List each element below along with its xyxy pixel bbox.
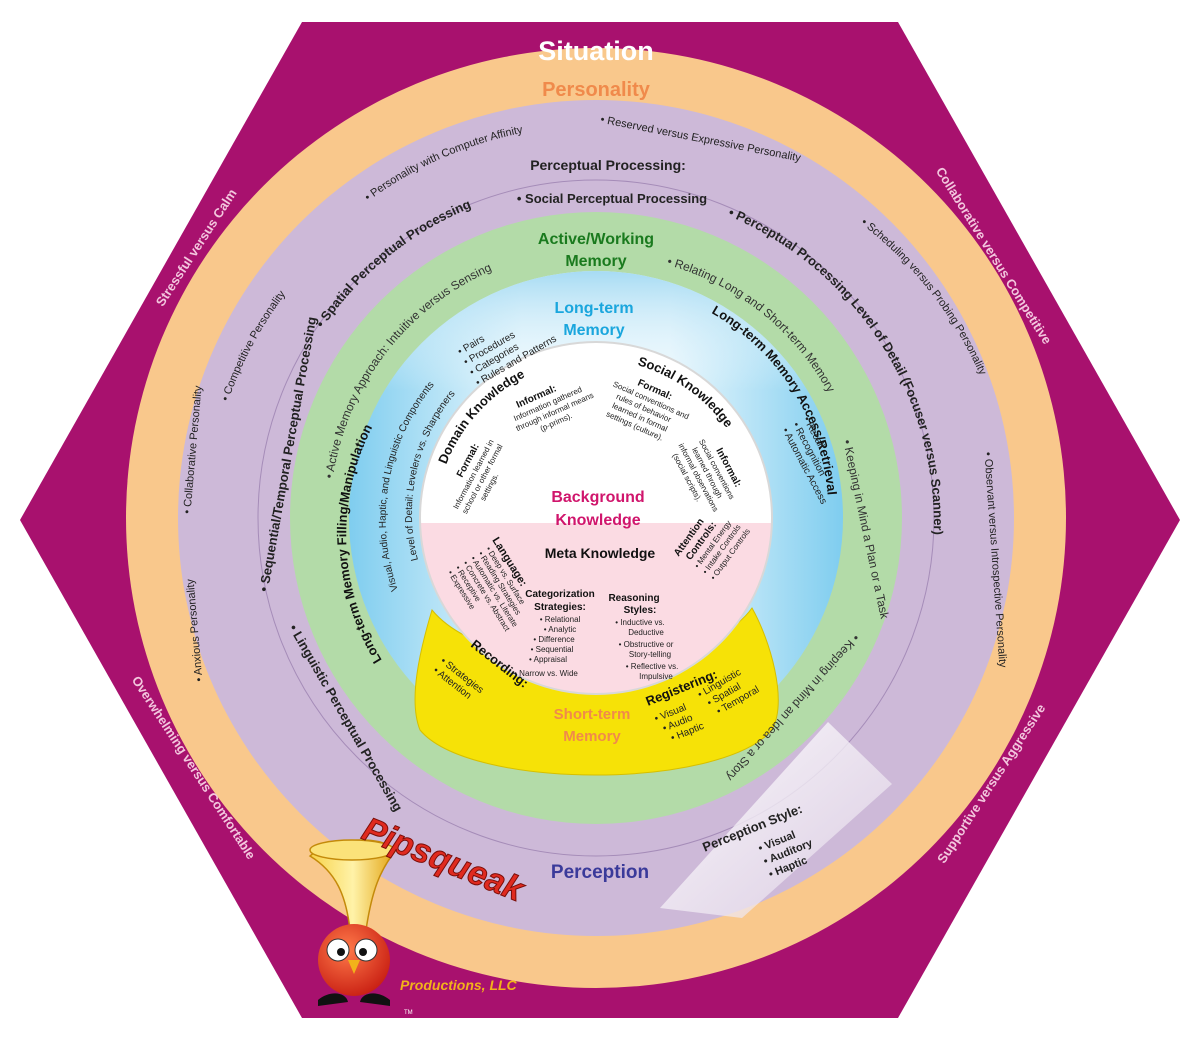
perception-title: Perception (551, 862, 649, 883)
categorization-narrow-wide: • Narrow vs. Wide (514, 669, 578, 678)
personality-title: Personality (542, 79, 651, 101)
categorization-appraisal: • Appraisal (529, 655, 567, 664)
reasoning-item-3: • Obstructive or (619, 640, 674, 649)
categorization-block: Categorization Strategies: • Relational … (514, 589, 595, 678)
categorization-title-2: Strategies: (534, 602, 586, 613)
reasoning-item-5: • Reflective vs. (626, 662, 679, 671)
working-memory-title-1: Active/Working (538, 231, 654, 248)
situation-title: Situation (538, 36, 654, 66)
reasoning-block: Reasoning Styles: • Inductive vs. Deduct… (608, 593, 678, 681)
reasoning-title-1: Reasoning (608, 593, 659, 604)
short-term-title-1: Short-term (554, 706, 631, 723)
logo-pupil-left-icon (337, 948, 345, 956)
reasoning-item-6: Impulsive (639, 672, 673, 681)
categorization-sequential: • Sequential (531, 645, 574, 654)
logo-nose-icon (348, 960, 360, 974)
background-title-1: Background (551, 489, 644, 506)
long-term-title-1: Long-term (554, 300, 633, 317)
working-memory-title-2: Memory (565, 253, 626, 270)
logo-tm: TM (404, 1010, 413, 1016)
logo-sub: Productions, LLC (400, 977, 518, 993)
perception-style-beam (660, 722, 892, 918)
logo-feet-icon (318, 993, 390, 1006)
short-term-title-2: Memory (563, 728, 621, 745)
categorization-analytic: • Analytic (544, 625, 577, 634)
perceptual-processing-title: Perceptual Processing: (530, 157, 686, 173)
reasoning-item-2: Deductive (628, 628, 664, 637)
categorization-relational: • Relational (540, 615, 581, 624)
perceptual-social: • Social Perceptual Processing (517, 191, 707, 206)
meta-knowledge-title: Meta Knowledge (545, 545, 656, 561)
categorization-title-1: Categorization (525, 589, 594, 600)
background-title-2: Knowledge (555, 512, 640, 529)
logo-horn-mouth-icon (309, 839, 395, 861)
logo-pupil-right-icon (359, 948, 367, 956)
reasoning-title-2: Styles: (624, 605, 657, 616)
categorization-difference: • Difference (533, 635, 575, 644)
long-term-title-2: Memory (563, 322, 624, 339)
reasoning-item-1: • Inductive vs. (615, 618, 665, 627)
perception-ring-inner (257, 179, 935, 857)
reasoning-item-4: Story-telling (629, 650, 671, 659)
